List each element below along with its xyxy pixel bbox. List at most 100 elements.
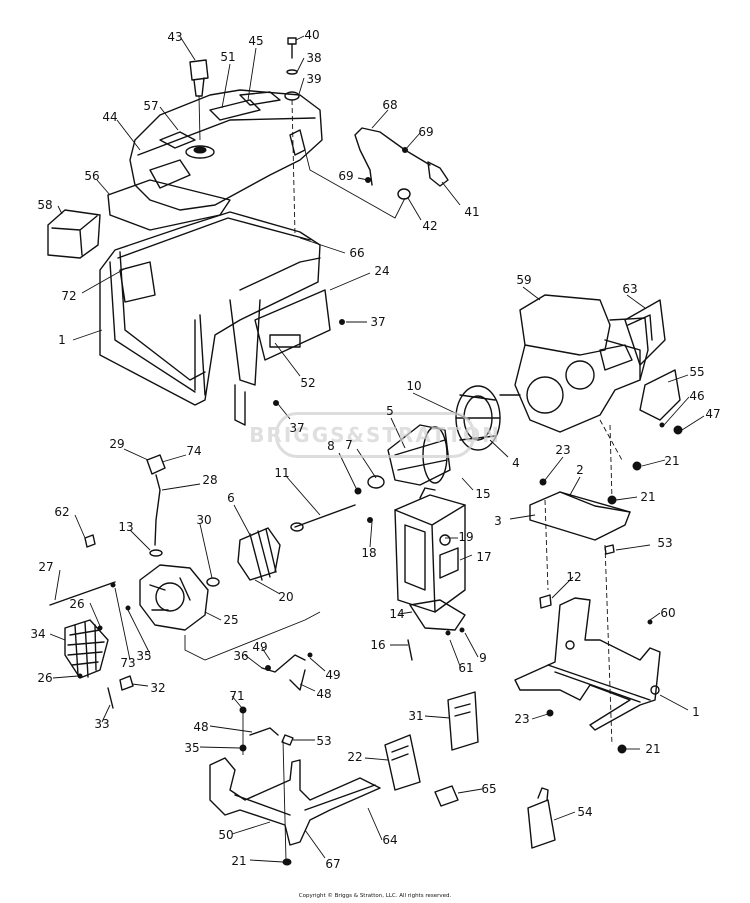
bearing-ring xyxy=(206,577,220,587)
end-bell xyxy=(139,564,209,631)
callout-34: 34 xyxy=(30,627,46,641)
callout-73: 73 xyxy=(120,656,136,670)
callout-40: 40 xyxy=(304,28,320,42)
callout-41: 41 xyxy=(464,205,480,219)
callout-24: 24 xyxy=(374,264,390,278)
callout-35: 35 xyxy=(184,741,200,755)
callout-16: 16 xyxy=(370,638,386,652)
callout-6: 6 xyxy=(227,491,235,505)
callout-7: 7 xyxy=(345,438,353,452)
callout-61: 61 xyxy=(458,661,474,675)
callout-21: 21 xyxy=(664,454,680,468)
tank-bolt xyxy=(284,37,300,236)
callout-20: 20 xyxy=(278,590,294,604)
copyright-notice: Copyright © Briggs & Stratton, LLC. All … xyxy=(298,893,452,899)
leader-lines xyxy=(49,35,705,863)
rotor-washer xyxy=(367,475,385,489)
callout-32: 32 xyxy=(150,681,166,695)
callout-54: 54 xyxy=(577,805,593,819)
callout-51: 51 xyxy=(220,50,236,64)
lower-frame-right xyxy=(514,597,661,731)
callout-22: 22 xyxy=(347,750,363,764)
through-bolt xyxy=(294,504,356,528)
callout-17: 17 xyxy=(476,550,492,564)
callout-30: 30 xyxy=(196,513,212,527)
engine-air-cover xyxy=(639,369,681,421)
callout-39: 39 xyxy=(306,72,322,86)
callout-55: 55 xyxy=(689,365,705,379)
callout-65: 65 xyxy=(481,782,497,796)
cap-65 xyxy=(434,785,459,807)
callout-28: 28 xyxy=(202,473,218,487)
callout-27: 27 xyxy=(38,560,54,574)
callout-1: 1 xyxy=(692,705,700,719)
callout-9: 9 xyxy=(479,651,487,665)
callout-49: 49 xyxy=(252,640,268,654)
callout-36: 36 xyxy=(233,649,249,663)
callout-14: 14 xyxy=(389,607,405,621)
callout-53: 53 xyxy=(316,734,332,748)
main-frame xyxy=(99,211,331,426)
callout-13: 13 xyxy=(118,520,134,534)
callout-18: 18 xyxy=(361,546,377,560)
callout-8: 8 xyxy=(327,439,335,453)
callout-43: 43 xyxy=(167,30,183,44)
callout-68: 68 xyxy=(382,98,398,112)
callout-66: 66 xyxy=(349,246,365,260)
callout-42: 42 xyxy=(422,219,438,233)
callout-35: 35 xyxy=(136,649,152,663)
callout-29: 29 xyxy=(109,437,125,451)
callout-48: 48 xyxy=(193,720,209,734)
callout-5: 5 xyxy=(386,404,394,418)
callout-37: 37 xyxy=(289,421,305,435)
callout-67: 67 xyxy=(325,857,341,871)
callout-69: 69 xyxy=(418,125,434,139)
callout-12: 12 xyxy=(566,570,582,584)
oil-bottle xyxy=(527,787,556,849)
callout-25: 25 xyxy=(223,613,239,627)
callout-48: 48 xyxy=(316,687,332,701)
callout-63: 63 xyxy=(622,282,638,296)
manual-22 xyxy=(384,734,421,791)
plug xyxy=(146,454,166,475)
air-filter xyxy=(624,299,666,366)
fuel-gauge-cap xyxy=(189,59,209,141)
callout-19: 19 xyxy=(458,530,474,544)
callout-71: 71 xyxy=(229,689,245,703)
callout-50: 50 xyxy=(218,828,234,842)
callout-2: 2 xyxy=(576,463,584,477)
callout-31: 31 xyxy=(408,709,424,723)
callout-26: 26 xyxy=(37,671,53,685)
callout-38: 38 xyxy=(306,51,322,65)
callout-69: 69 xyxy=(338,169,354,183)
callout-59: 59 xyxy=(516,273,532,287)
callout-3: 3 xyxy=(494,514,502,528)
air-cleaner-cover xyxy=(47,209,101,259)
muffler xyxy=(394,487,466,613)
stator-coil xyxy=(237,527,281,581)
callout-10: 10 xyxy=(406,379,422,393)
callout-15: 15 xyxy=(475,487,491,501)
callout-74: 74 xyxy=(186,444,202,458)
callout-72: 72 xyxy=(61,289,77,303)
callout-47: 47 xyxy=(705,407,721,421)
callout-11: 11 xyxy=(274,466,290,480)
fuel-line xyxy=(354,127,431,186)
callout-57: 57 xyxy=(143,99,159,113)
callout-1: 1 xyxy=(58,333,66,347)
callout-58: 58 xyxy=(37,198,53,212)
callout-26: 26 xyxy=(69,597,85,611)
callout-64: 64 xyxy=(382,833,398,847)
engine xyxy=(499,294,653,433)
callout-49: 49 xyxy=(325,668,341,682)
brand-watermark: BRIGGS&STRATTON xyxy=(249,412,499,458)
callout-46: 46 xyxy=(689,389,705,403)
callout-33: 33 xyxy=(94,717,110,731)
muffler-bracket xyxy=(409,599,466,631)
callout-52: 52 xyxy=(300,376,316,390)
long-bolt xyxy=(49,581,116,606)
manual-31 xyxy=(447,691,479,751)
callout-21: 21 xyxy=(231,854,247,868)
